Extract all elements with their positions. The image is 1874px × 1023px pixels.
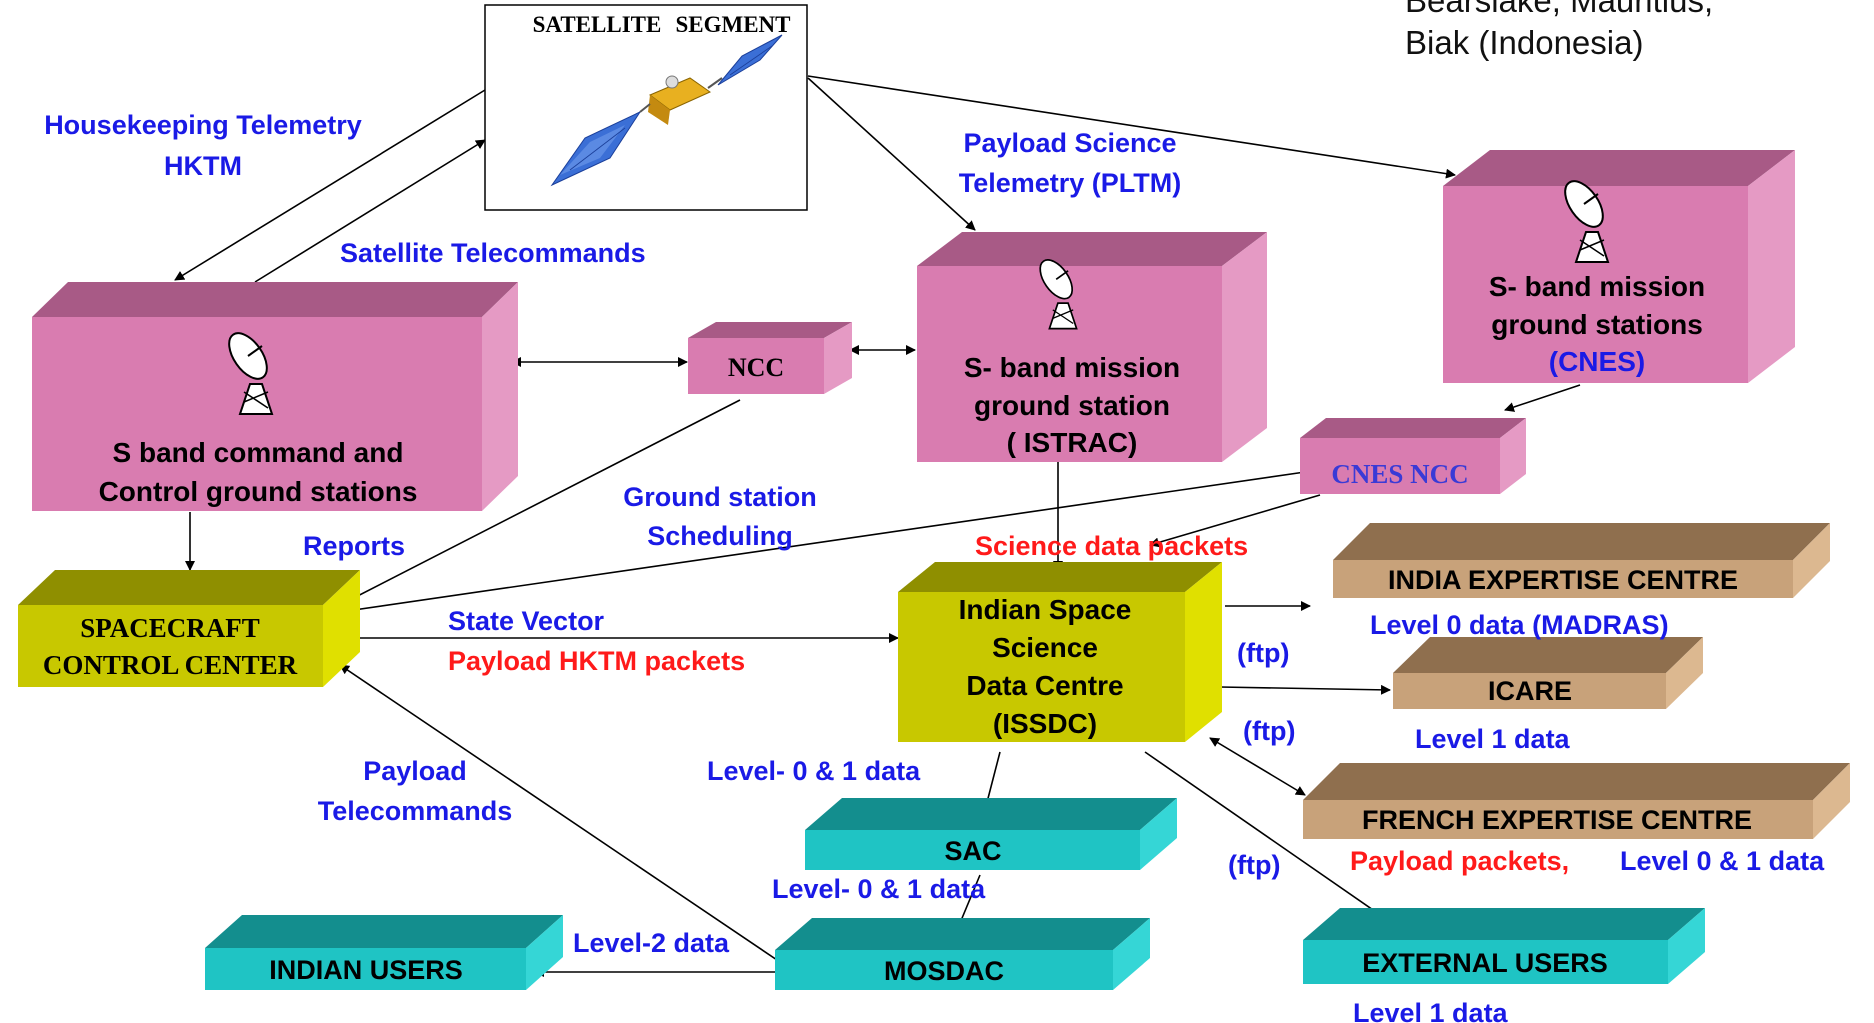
issdc-line4: (ISSDC) [993,708,1097,739]
label-pltm-1: Payload Science [963,128,1176,158]
french-expertise-label: FRENCH EXPERTISE CENTRE [1362,805,1752,835]
flow-labels: Housekeeping Telemetry HKTM Satellite Te… [44,110,1825,1023]
dish-antenna-icon [228,332,274,415]
istrac-line2: ground station [974,390,1170,421]
satellite-segment-box: SATELLITE SEGMENT [484,4,808,211]
cnes-ncc-label: CNES NCC [1331,459,1468,489]
istrac-box: S- band mission ground station ( ISTRAC) [917,232,1267,462]
arrow-gs-scheduling [339,465,1315,616]
india-expertise-label: INDIA EXPERTISE CENTRE [1388,565,1738,595]
arrow-pltm-istrac [807,77,976,231]
icare-label: ICARE [1488,676,1572,706]
mosdac-label: MOSDAC [884,956,1004,986]
arrow-payload-telecommands [339,664,781,963]
corner-text-line1: Bearslake, Mauritius, [1405,0,1713,19]
arrow-issdc-external [1144,751,1403,931]
s-band-command-line2: Control ground stations [99,476,418,507]
scc-line2: CONTROL CENTER [43,650,298,680]
label-french-payload-red: Payload packets, [1350,846,1569,876]
label-gs-sched-2: Scheduling [647,521,793,551]
label-level2: Level-2 data [573,928,730,958]
issdc-line3: Data Centre [966,670,1123,701]
label-pltm-2: Telemetry (PLTM) [959,168,1182,198]
label-level01-sac: Level- 0 & 1 data [707,756,921,786]
label-hktm-1: Housekeeping Telemetry [44,110,362,140]
istrac-line1: S- band mission [964,352,1180,383]
external-users-label: EXTERNAL USERS [1362,948,1608,978]
spacecraft-control-center-box: SPACECRAFT CONTROL CENTER [18,570,360,687]
label-ftp-1: (ftp) [1237,638,1289,668]
external-users-box: EXTERNAL USERS [1303,908,1705,984]
icare-box: ICARE [1393,637,1703,709]
label-ftp-2: (ftp) [1243,716,1295,746]
cnes-gs-line1: S- band mission [1489,271,1705,302]
label-ftp-3: (ftp) [1228,850,1280,880]
arrow-cnes-gs-ncc [1504,384,1581,412]
label-level1-external: Level 1 data [1353,998,1509,1023]
label-science-packets: Science data packets [975,531,1248,561]
sac-label: SAC [944,836,1001,866]
arrow-issdc-icare [1219,684,1391,695]
corner-text-line2: Biak (Indonesia) [1405,24,1643,61]
label-level1-icare: Level 1 data [1415,724,1571,754]
s-band-command-line1: S band command and [113,437,404,468]
arrow-hktm [174,89,486,281]
label-hktm-2: HKTM [164,151,242,181]
s-band-command-box: S band command and Control ground statio… [32,282,518,511]
cnes-gs-line3: (CNES) [1549,346,1645,377]
label-payload-hktm: Payload HKTM packets [448,646,745,676]
label-reports: Reports [303,531,405,561]
label-payload-tc-2: Telecommands [318,796,513,826]
label-state-vector: State Vector [448,606,605,636]
label-level0-madras: Level 0 data (MADRAS) [1370,610,1669,640]
dish-antenna-icon [1564,180,1610,263]
scc-line1: SPACECRAFT [80,613,260,643]
arrow-sat-telecommands [254,139,486,283]
issdc-line1: Indian Space [959,594,1132,625]
cnes-ncc-box: CNES NCC [1300,418,1526,494]
mosdac-box: MOSDAC [775,918,1150,990]
cnes-ground-station-box: S- band mission ground stations (CNES) [1443,150,1795,383]
ncc-label: NCC [728,353,784,382]
satellite-title-a: SATELLITE [533,12,662,37]
india-expertise-centre-box: INDIA EXPERTISE CENTRE [1333,523,1830,598]
label-sat-telecommands: Satellite Telecommands [340,238,646,268]
label-gs-sched-1: Ground station [623,482,816,512]
satellite-title-b: SEGMENT [675,12,790,37]
arrow-issdc-french [1209,737,1306,796]
arrow-pltm-cnes [807,75,1456,179]
label-payload-tc-1: Payload [363,756,467,786]
cnes-gs-line2: ground stations [1491,309,1703,340]
issdc-line2: Science [992,632,1098,663]
indian-users-box: INDIAN USERS [205,915,563,990]
ncc-box: NCC [688,322,852,394]
arrow-cnes-science [1149,494,1321,548]
arrows [174,75,1581,977]
istrac-line3: ( ISTRAC) [1007,427,1138,458]
label-french-payload-blue: Level 0 & 1 data [1620,846,1825,876]
label-level01-mosdac: Level- 0 & 1 data [772,874,986,904]
indian-users-label: INDIAN USERS [269,955,463,985]
sac-box: SAC [805,798,1177,870]
dish-antenna-icon [1039,259,1078,330]
issdc-box: Indian Space Science Data Centre (ISSDC) [898,562,1222,742]
satellite-icon [550,34,783,187]
french-expertise-centre-box: FRENCH EXPERTISE CENTRE [1303,763,1850,839]
